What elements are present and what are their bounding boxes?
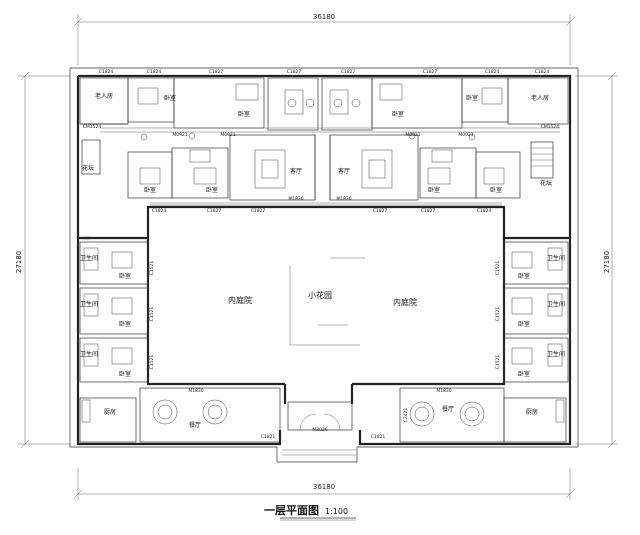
label-dining-right: 餐厅 bbox=[442, 405, 454, 413]
label-bedroom-8: 卧室 bbox=[490, 186, 502, 194]
code-m1836-left: M1836 bbox=[288, 196, 303, 202]
code-c-9: C1827 bbox=[421, 208, 436, 214]
label-bedroom-1: 卧室 bbox=[164, 94, 176, 102]
left-wing-rooms bbox=[79, 241, 149, 383]
label-elder-room-right: 老人房 bbox=[531, 94, 549, 102]
label-bedroom-e1: 卧室 bbox=[518, 272, 530, 280]
left-dimension: 27180 bbox=[15, 71, 70, 449]
code-c-10: C1824 bbox=[477, 208, 492, 214]
top-dimension: 36180 bbox=[73, 13, 575, 65]
room-labels: 老人房 老人房 卧室 卧室 卧室 卧室 卧室 卧室 卧室 卧室 客厅 客厅 花坛… bbox=[80, 92, 565, 429]
code-c-6: C1827 bbox=[207, 208, 222, 214]
code-top-5: C1827 bbox=[341, 69, 356, 75]
label-living-right: 客厅 bbox=[338, 167, 350, 175]
label-bedroom-2: 卧室 bbox=[238, 110, 250, 118]
left-dimension-label: 27180 bbox=[15, 251, 23, 273]
label-kitchen-right: 厨房 bbox=[526, 408, 538, 416]
label-bedroom-e2: 卧室 bbox=[518, 320, 530, 328]
code-e-1: C1521 bbox=[495, 261, 501, 276]
label-bedroom-w3: 卧室 bbox=[119, 370, 131, 378]
code-w-3: C1521 bbox=[149, 355, 155, 370]
opening-codes: C1824 C1824 C1827 C1827 C1827 C1827 C182… bbox=[83, 69, 560, 440]
title-text: 一层平面图 bbox=[264, 504, 319, 517]
code-m1830-left: M1830 bbox=[188, 388, 203, 394]
code-m-3: M0921 bbox=[405, 132, 420, 138]
code-c-5: C1824 bbox=[152, 208, 167, 214]
label-bedroom-5: 卧室 bbox=[144, 186, 156, 194]
label-kitchen-left: 厨房 bbox=[104, 408, 116, 416]
label-inner-court-right: 内庭院 bbox=[393, 297, 417, 307]
outer-platform bbox=[69, 67, 579, 463]
code-top-2: C1824 bbox=[147, 69, 162, 75]
label-flower-bed-left: 花坛 bbox=[82, 164, 94, 172]
label-bedroom-w2: 卧室 bbox=[119, 320, 131, 328]
code-c-8: C1827 bbox=[373, 208, 388, 214]
top-block-interior bbox=[79, 77, 569, 206]
label-bath-e1: 卫生间 bbox=[547, 254, 565, 262]
label-flower-bed-right: 花坛 bbox=[540, 179, 552, 187]
code-c-7: C1827 bbox=[251, 208, 266, 214]
code-top-7: C1824 bbox=[485, 69, 500, 75]
top-dimension-label: 36180 bbox=[313, 13, 335, 21]
label-bedroom-4: 卧室 bbox=[466, 94, 478, 102]
label-elder-room-left: 老人房 bbox=[95, 92, 113, 100]
code-m-4: M0921 bbox=[458, 132, 473, 138]
code-e-3: C1521 bbox=[495, 355, 501, 370]
code-top-6: C1827 bbox=[423, 69, 438, 75]
code-m1830-right: M1830 bbox=[436, 388, 451, 394]
code-cm-left: CM1524 bbox=[83, 124, 102, 130]
label-bedroom-6: 卧室 bbox=[206, 186, 218, 194]
code-top-8: C1824 bbox=[535, 69, 550, 75]
code-m3036: M3036 bbox=[312, 427, 327, 433]
label-small-garden: 小花园 bbox=[308, 290, 332, 300]
label-living-left: 客厅 bbox=[290, 167, 302, 175]
code-w-2: C1521 bbox=[149, 307, 155, 322]
right-dimension-label: 27180 bbox=[603, 251, 611, 273]
label-bedroom-7: 卧室 bbox=[428, 186, 440, 194]
label-bath-w1: 卫生间 bbox=[80, 254, 98, 262]
label-bath-w3: 卫生间 bbox=[80, 350, 98, 358]
code-top-4: C1827 bbox=[287, 69, 302, 75]
code-m1836-right: M1836 bbox=[336, 196, 351, 202]
bottom-dimension: 36180 bbox=[73, 468, 575, 500]
bed-icon bbox=[137, 87, 159, 105]
right-wing-rooms bbox=[503, 241, 569, 383]
label-bath-e3: 卫生间 bbox=[547, 350, 565, 358]
top-block-furniture bbox=[137, 83, 505, 189]
drawing-title: 一层平面图 1:100 bbox=[264, 504, 356, 521]
label-inner-court-left: 内庭院 bbox=[228, 295, 252, 305]
code-m-1: M0921 bbox=[172, 132, 187, 138]
right-dimension: 27180 bbox=[575, 71, 618, 449]
code-w-1: C1521 bbox=[149, 261, 155, 276]
code-top-1: C1824 bbox=[99, 69, 114, 75]
code-c2421: C2421 bbox=[403, 408, 409, 423]
courtyard bbox=[289, 257, 365, 346]
bottom-dimension-label: 36180 bbox=[313, 483, 335, 491]
label-bath-e2: 卫生间 bbox=[547, 300, 565, 308]
exterior-walls bbox=[76, 74, 572, 446]
code-c1821-right: C1821 bbox=[371, 434, 386, 440]
code-c1821-left: C1821 bbox=[261, 434, 276, 440]
scale-text: 1:100 bbox=[325, 507, 348, 516]
label-dining-left: 餐厅 bbox=[189, 421, 201, 429]
label-bedroom-3: 卧室 bbox=[392, 110, 404, 118]
label-bedroom-w1: 卧室 bbox=[119, 272, 131, 280]
label-bedroom-e3: 卧室 bbox=[518, 370, 530, 378]
code-m-2: M0921 bbox=[220, 132, 235, 138]
bottom-dining-blocks bbox=[79, 387, 567, 456]
code-top-3: C1827 bbox=[209, 69, 224, 75]
code-cm-right: CM1524 bbox=[541, 124, 560, 130]
code-e-2: C1521 bbox=[495, 307, 501, 322]
label-bath-w2: 卫生间 bbox=[80, 300, 98, 308]
